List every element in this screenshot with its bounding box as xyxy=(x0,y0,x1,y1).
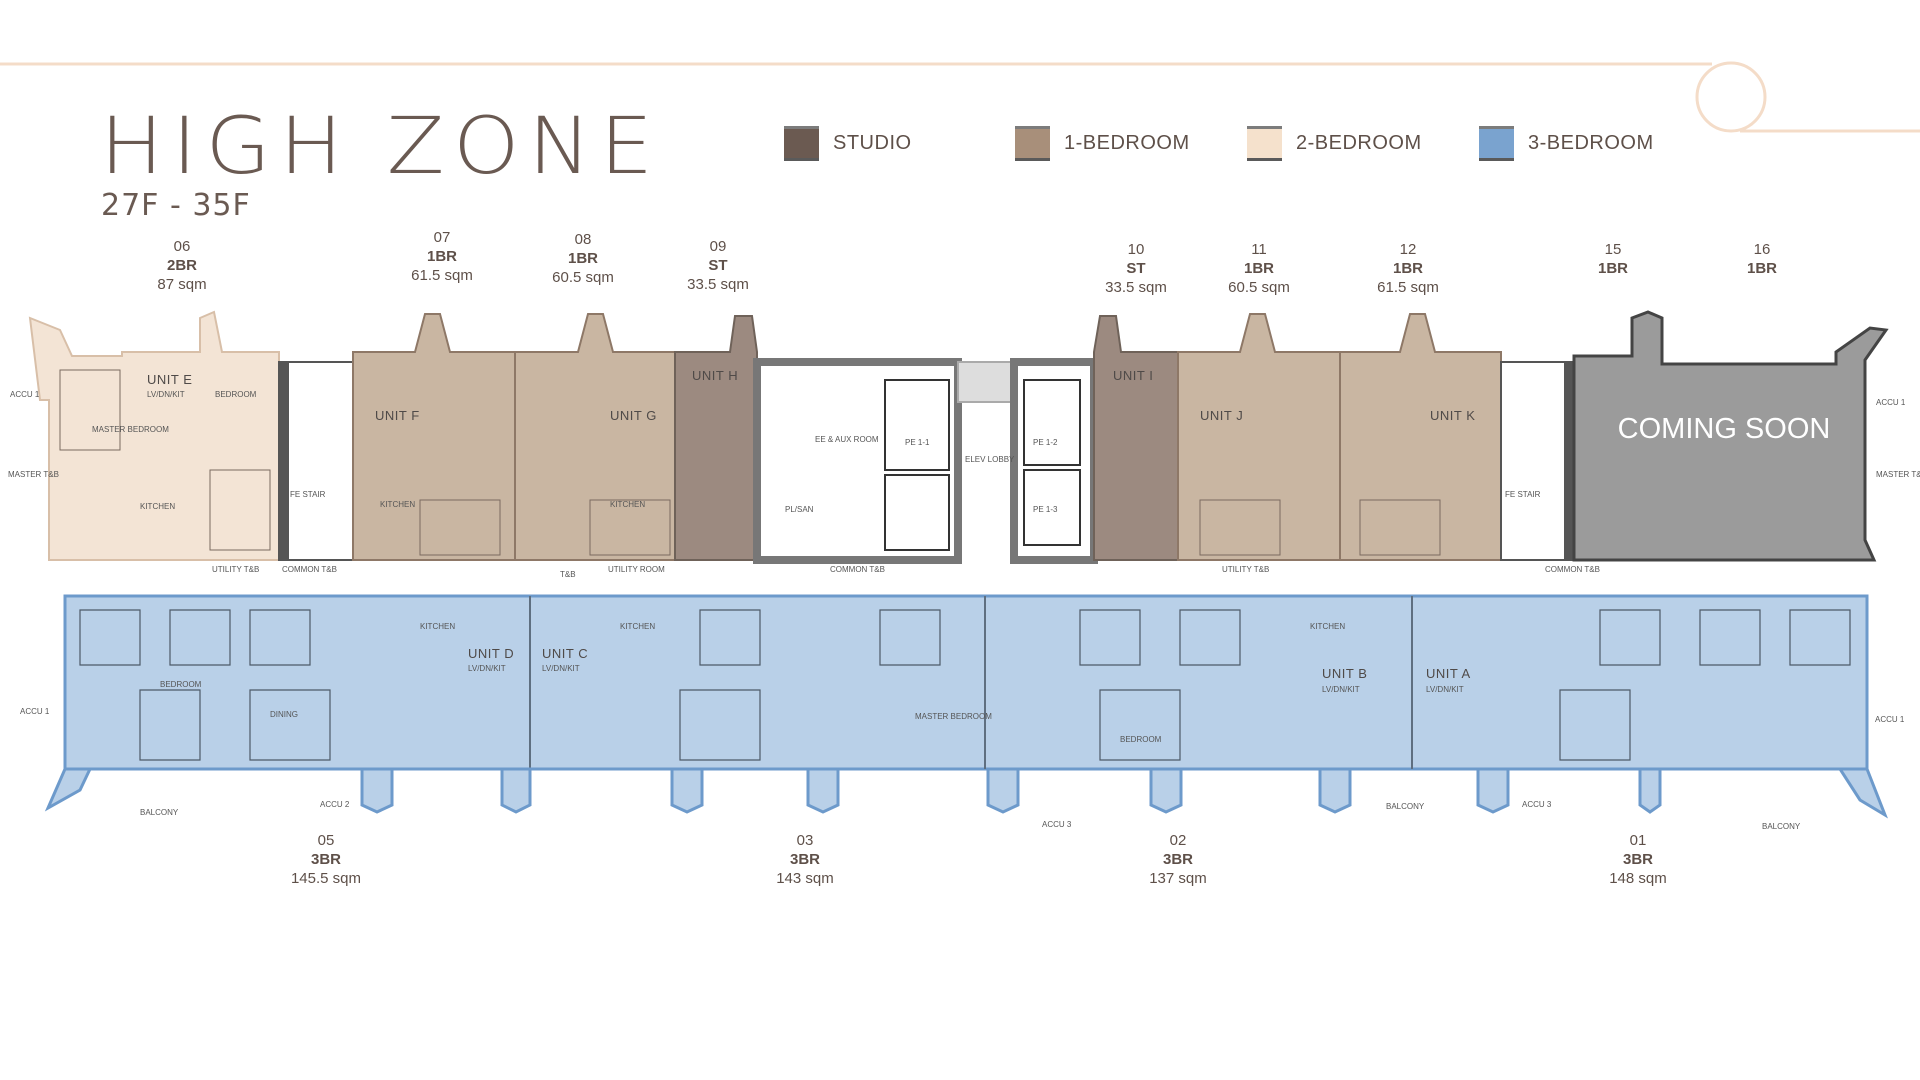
2-bedroom-swatch xyxy=(1247,126,1282,161)
unit-sub-label: LV/DN/KIT xyxy=(1322,685,1360,694)
legend-3-bedroom: 3-BEDROOM xyxy=(1479,126,1654,161)
unit-06-shape xyxy=(28,310,280,561)
balcony-pods xyxy=(44,767,1888,819)
unit-sub-label: LV/DN/KIT xyxy=(542,664,580,673)
room-label: FE STAIR xyxy=(1505,490,1541,499)
legend-label: STUDIO xyxy=(833,132,912,154)
room-label: COMMON T&B xyxy=(282,565,337,574)
room-label: BALCONY xyxy=(1386,802,1425,811)
unit-d-label: UNIT D xyxy=(468,646,515,661)
unit-e-label: UNIT E xyxy=(147,372,193,387)
unit-sub-label: LV/DN/KIT xyxy=(147,390,185,399)
unit-f-label: UNIT F xyxy=(375,408,420,423)
room-label: PL/SAN xyxy=(785,505,814,514)
elevator-lobby xyxy=(957,361,1015,403)
room-label: KITCHEN xyxy=(140,502,176,511)
room-label: BEDROOM xyxy=(215,390,257,399)
legend-label: 3-BEDROOM xyxy=(1528,132,1654,154)
3-bedroom-swatch xyxy=(1479,126,1514,161)
unit-h-label: UNIT H xyxy=(692,368,739,383)
room-label: BALCONY xyxy=(1762,822,1801,831)
unit-c-label: UNIT C xyxy=(542,646,589,661)
room-label: MASTER BEDROOM xyxy=(915,712,992,721)
room-label: KITCHEN xyxy=(1310,622,1346,631)
room-label: PE 1-2 xyxy=(1033,438,1058,447)
room-label: KITCHEN xyxy=(380,500,416,509)
stair-right xyxy=(1500,361,1575,561)
room-label: COMMON T&B xyxy=(830,565,885,574)
room-label: ACCU 1 xyxy=(10,390,40,399)
room-label: EE & AUX ROOM xyxy=(815,435,879,444)
1-bedroom-swatch xyxy=(1015,126,1050,161)
legend-label: 1-BEDROOM xyxy=(1064,132,1190,154)
unit-10-shape xyxy=(1093,315,1179,561)
room-label: KITCHEN xyxy=(420,622,456,631)
room-label: UTILITY T&B xyxy=(212,565,260,574)
room-label: ACCU 3 xyxy=(1522,800,1552,809)
unit-b-label: UNIT B xyxy=(1322,666,1368,681)
unit-a-label: UNIT A xyxy=(1426,666,1471,681)
unit-g-label: UNIT G xyxy=(610,408,657,423)
room-label: ACCU 1 xyxy=(1875,715,1905,724)
room-label: ACCU 3 xyxy=(1042,820,1072,829)
room-label: FE STAIR xyxy=(290,490,326,499)
units-3br-row xyxy=(63,594,1869,771)
legend-2-bedroom: 2-BEDROOM xyxy=(1247,126,1422,161)
room-label: ACCU 1 xyxy=(20,707,50,716)
room-label: ACCU 1 xyxy=(1876,398,1906,407)
unit-09-shape xyxy=(674,315,758,561)
unit-j-label: UNIT J xyxy=(1200,408,1244,423)
room-label: BEDROOM xyxy=(160,680,202,689)
room-lines xyxy=(79,609,1851,761)
floor-range: 27F - 35F xyxy=(101,188,251,223)
room-label: UTILITY ROOM xyxy=(608,565,665,574)
unit-k-label: UNIT K xyxy=(1430,408,1476,423)
room-label: MASTER BEDROOM xyxy=(92,425,169,434)
room-label: KITCHEN xyxy=(610,500,646,509)
unit-i-label: UNIT I xyxy=(1113,368,1154,383)
room-label: KITCHEN xyxy=(620,622,656,631)
units-15-16-shape xyxy=(1572,310,1889,562)
studio-swatch xyxy=(784,126,819,161)
room-label: DINING xyxy=(270,710,298,719)
room-label: MASTER T&B xyxy=(8,470,59,479)
room-label: UTILITY T&B xyxy=(1222,565,1270,574)
unit-sub-label: LV/DN/KIT xyxy=(1426,685,1464,694)
room-label: PE 1-3 xyxy=(1033,505,1058,514)
coming-soon-label: COMING SOON xyxy=(1617,413,1831,445)
room-label: COMMON T&B xyxy=(1545,565,1600,574)
room-label: MASTER T&B xyxy=(1876,470,1920,479)
legend-studio: STUDIO xyxy=(784,126,912,161)
room-label: BEDROOM xyxy=(1120,735,1162,744)
room-label: ELEV LOBBY xyxy=(965,455,1015,464)
legend-label: 2-BEDROOM xyxy=(1296,132,1422,154)
room-label: ACCU 2 xyxy=(320,800,350,809)
room-label: BALCONY xyxy=(140,808,179,817)
room-label: T&B xyxy=(560,570,576,579)
page-title: HIGH ZONE xyxy=(100,102,662,192)
legend-1-bedroom: 1-BEDROOM xyxy=(1015,126,1190,161)
room-label: PE 1-1 xyxy=(905,438,930,447)
unit-sub-label: LV/DN/KIT xyxy=(468,664,506,673)
stair-left xyxy=(278,361,354,561)
